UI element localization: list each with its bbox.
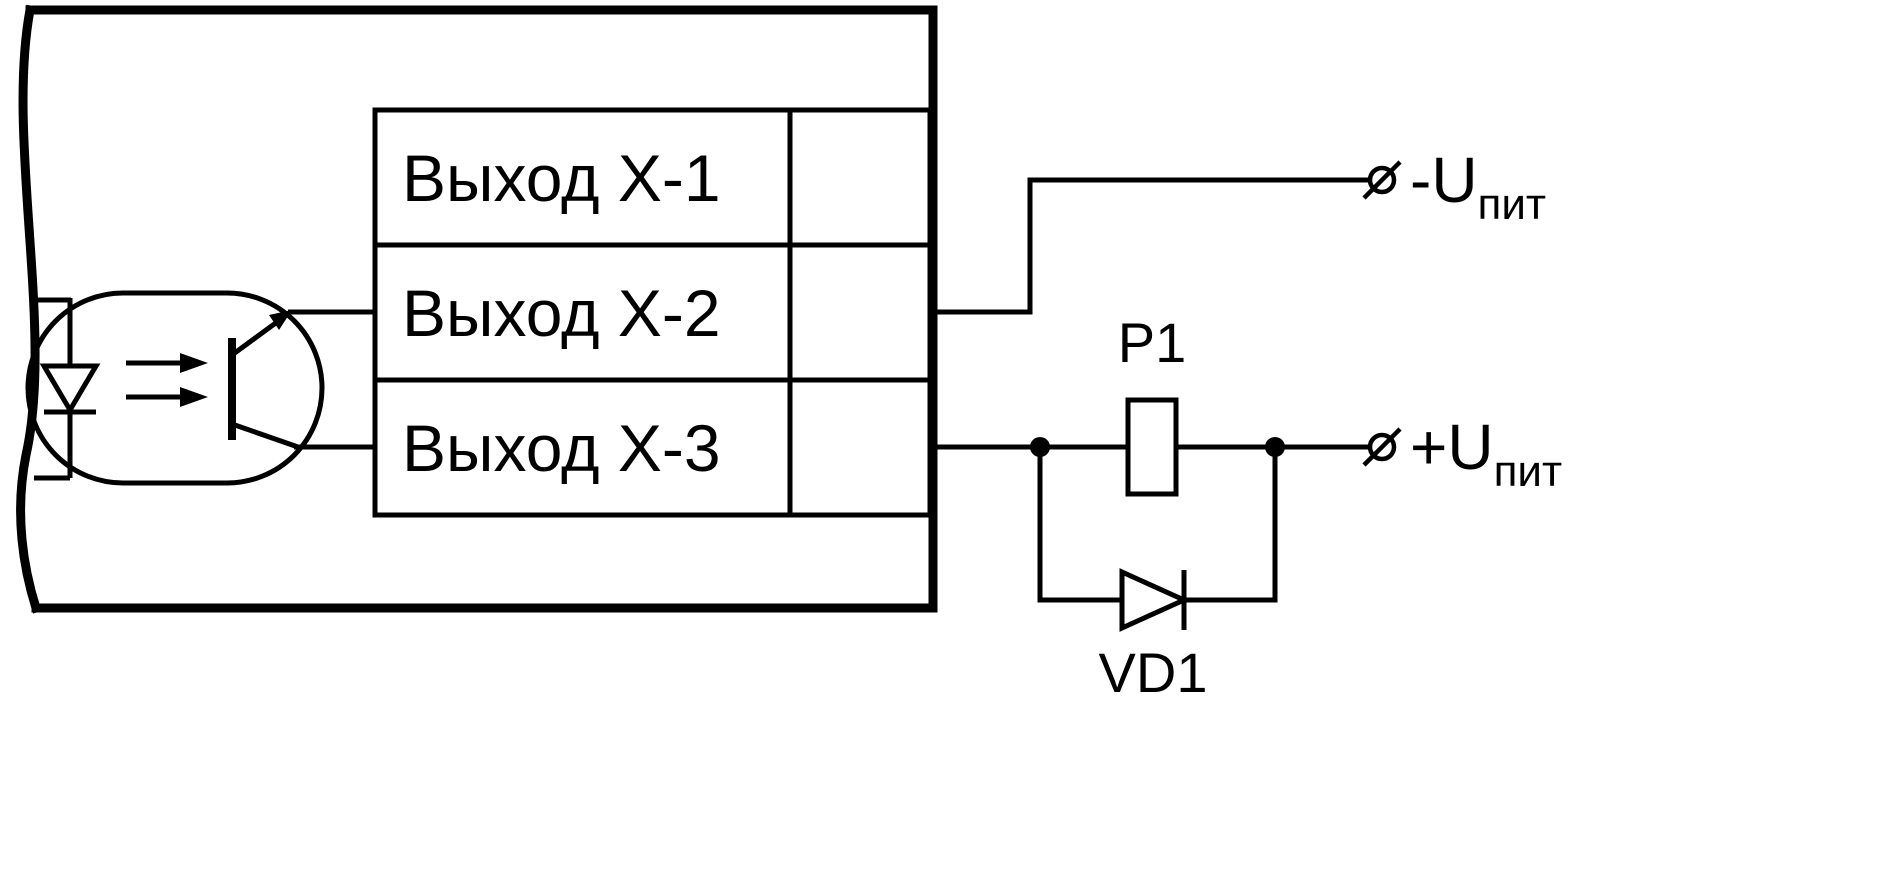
- light-arrows-icon: [126, 353, 208, 407]
- output-x1-label: Выход Х-1: [402, 141, 721, 215]
- device-box-edges: [25, 5, 938, 613]
- phototransistor-icon: [228, 310, 299, 450]
- wire-x2-to-minus-terminal: [933, 177, 1370, 315]
- output-x2-label: Выход Х-2: [402, 276, 721, 350]
- diode-label: VD1: [1099, 641, 1208, 704]
- transistor-collector-arrow: [269, 310, 292, 330]
- junction-dot-left: [1030, 437, 1050, 457]
- terminal-table: Выход Х-1 Выход Х-2 Выход Х-3: [372, 107, 933, 518]
- optocoupler-symbol: [25, 290, 325, 486]
- terminal-plus-subscript: пит: [1494, 447, 1563, 496]
- terminal-minus-label: -Uпит: [1410, 144, 1546, 229]
- terminal-minus-main-text: -U: [1410, 144, 1478, 216]
- terminal-minus: -Uпит: [1362, 144, 1546, 229]
- terminal-plus: +Uпит: [1362, 411, 1562, 496]
- optocoupler-body: [25, 290, 325, 486]
- light-arrow-2-head: [180, 387, 208, 407]
- terminal-plus-main-text: +U: [1410, 411, 1494, 483]
- light-arrow-1-head: [180, 353, 208, 373]
- device-torn-left-edge: [16, 4, 42, 614]
- diode-triangle: [1119, 568, 1191, 632]
- led-icon: [34, 297, 101, 481]
- external-wires: [933, 177, 1370, 603]
- terminal-minus-slash-icon: [1362, 160, 1402, 200]
- relay-p1: Р1: [1118, 311, 1187, 497]
- relay-coil-symbol: [1125, 397, 1179, 497]
- output-x3-label: Выход Х-3: [402, 411, 721, 485]
- terminal-plus-slash-icon: [1362, 427, 1402, 467]
- terminal-minus-subscript: пит: [1478, 180, 1547, 229]
- led-triangle: [39, 363, 101, 415]
- diode-vd1: VD1: [1099, 568, 1208, 704]
- junction-dot-right: [1265, 437, 1285, 457]
- internal-wires: [288, 309, 375, 450]
- device-outline: [16, 4, 938, 614]
- terminal-plus-label: +Uпит: [1410, 411, 1562, 496]
- relay-label: Р1: [1118, 311, 1187, 374]
- transistor-emitter: [231, 421, 299, 450]
